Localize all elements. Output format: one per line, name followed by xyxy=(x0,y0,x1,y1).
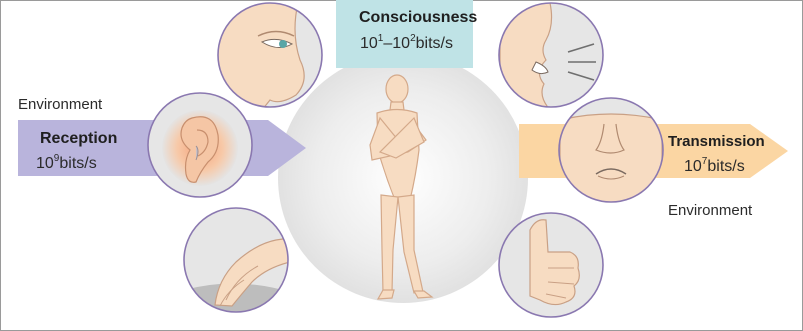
transmission-exponent: 7 xyxy=(702,156,708,167)
environment-right-label: Environment xyxy=(668,202,752,219)
hand-circle xyxy=(184,208,290,320)
reception-exponent: 9 xyxy=(54,153,60,164)
thumb-circle xyxy=(499,213,603,317)
reception-title: Reception xyxy=(40,130,117,148)
eye-circle xyxy=(218,0,322,110)
environment-left-label: Environment xyxy=(18,96,102,113)
consciousness-unit: bits/s xyxy=(416,35,453,52)
mouth-circle xyxy=(499,0,603,110)
transmission-rate: 107bits/s xyxy=(684,158,745,176)
reception-unit: bits/s xyxy=(59,155,96,172)
reception-base: 10 xyxy=(36,155,54,172)
consciousness-base-1: 10 xyxy=(360,35,378,52)
consciousness-base-2: 10 xyxy=(392,35,410,52)
consciousness-title: Consciousness xyxy=(359,9,477,27)
consciousness-exponent-2: 2 xyxy=(410,33,416,44)
reception-rate: 109bits/s xyxy=(36,155,97,173)
transmission-unit: bits/s xyxy=(707,158,744,175)
consciousness-dash: – xyxy=(383,35,392,52)
face-circle xyxy=(559,98,663,206)
transmission-title: Transmission xyxy=(668,133,765,150)
transmission-base: 10 xyxy=(684,158,702,175)
consciousness-exponent-1: 1 xyxy=(378,33,384,44)
consciousness-rate: 101–102bits/s xyxy=(360,35,453,53)
ear-circle xyxy=(148,93,252,197)
face-expression-icon xyxy=(560,114,662,206)
